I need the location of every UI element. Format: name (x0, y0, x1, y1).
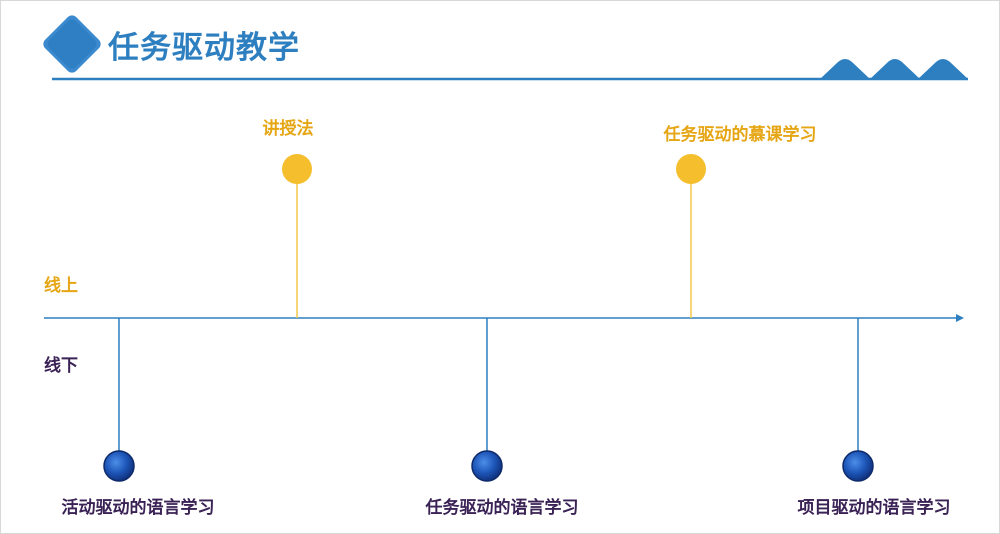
page-title: 任务驱动教学 (108, 30, 300, 66)
top-event-label: 任务驱动的慕课学习 (663, 125, 817, 145)
timeline-arrow-icon (956, 314, 964, 322)
lane-label-online: 线上 (44, 276, 78, 296)
bottom-event-label: 任务驱动的语言学习 (425, 498, 579, 518)
bottom-event-dot (103, 450, 135, 482)
top-event-label: 讲授法 (262, 119, 314, 139)
top-event-dot (282, 154, 312, 184)
bottom-event-dot (842, 450, 874, 482)
bottom-event-label: 活动驱动的语言学习 (61, 498, 215, 518)
diamond-logo-icon (39, 11, 105, 77)
bottom-event-label: 项目驱动的语言学习 (797, 498, 951, 518)
mountain-decoration-icon (820, 59, 968, 79)
top-event-dot (676, 154, 706, 184)
lane-label-offline: 线下 (44, 356, 78, 376)
bottom-event-dot (471, 450, 503, 482)
